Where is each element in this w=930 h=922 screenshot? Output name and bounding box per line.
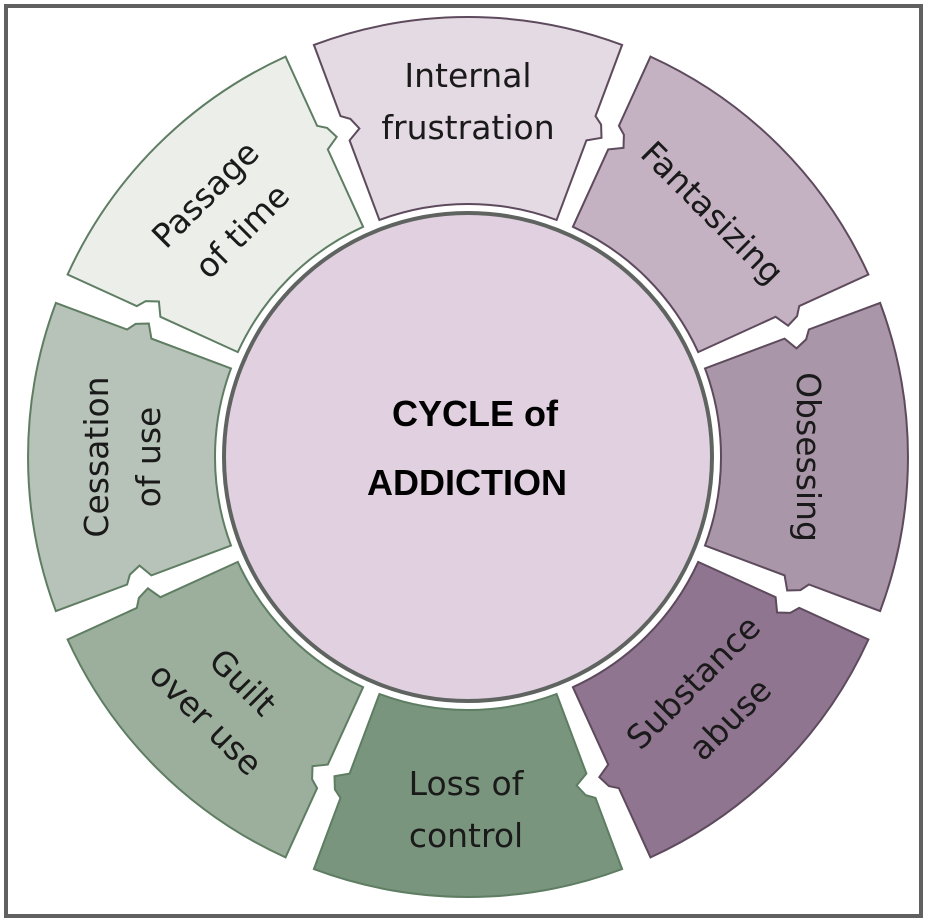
segment-label-line: Loss of [409,764,525,803]
segment-label-internal-frustration: Internal frustration [381,56,554,147]
segment-shape-obsessing [703,301,909,613]
segment-label-line: Internal [404,56,531,95]
center-title-line1: CYCLE of [392,393,559,434]
segment-obsessing: Obsessing [703,301,909,613]
segment-label-line: frustration [381,108,554,147]
segment-shape-internal-frustration [312,16,624,222]
segment-shape-passage-of-time [66,55,365,354]
center-title-line2: ADDICTION [367,462,567,503]
segment-label-line: control [409,816,523,855]
center-circle [222,211,714,703]
segment-shape-cessation-of-use [27,301,233,613]
segment-internal-frustration: Internal frustration [312,16,624,222]
segment-label-line: Obsessing [789,372,828,542]
segment-label-loss-of-control: Loss of control [409,764,525,855]
segment-shape-fantasizing [571,55,870,354]
segment-label-cessation-of-use: Cessation of use [77,376,168,537]
segment-shape-guilt-over-use [66,560,365,859]
segment-fantasizing: Fantasizing [571,55,870,354]
segments-layer: Internal frustration FantasizingObsessingS… [27,16,909,898]
segment-label-line: Cessation [77,376,116,537]
segment-loss-of-control: Loss of control [312,692,624,898]
segment-cessation-of-use: Cessation of use [27,301,233,613]
segment-shape-substance-abuse [571,560,870,859]
segment-label-obsessing: Obsessing [789,372,828,542]
segment-shape-loss-of-control [312,692,624,898]
segment-label-line: of use [129,407,168,508]
